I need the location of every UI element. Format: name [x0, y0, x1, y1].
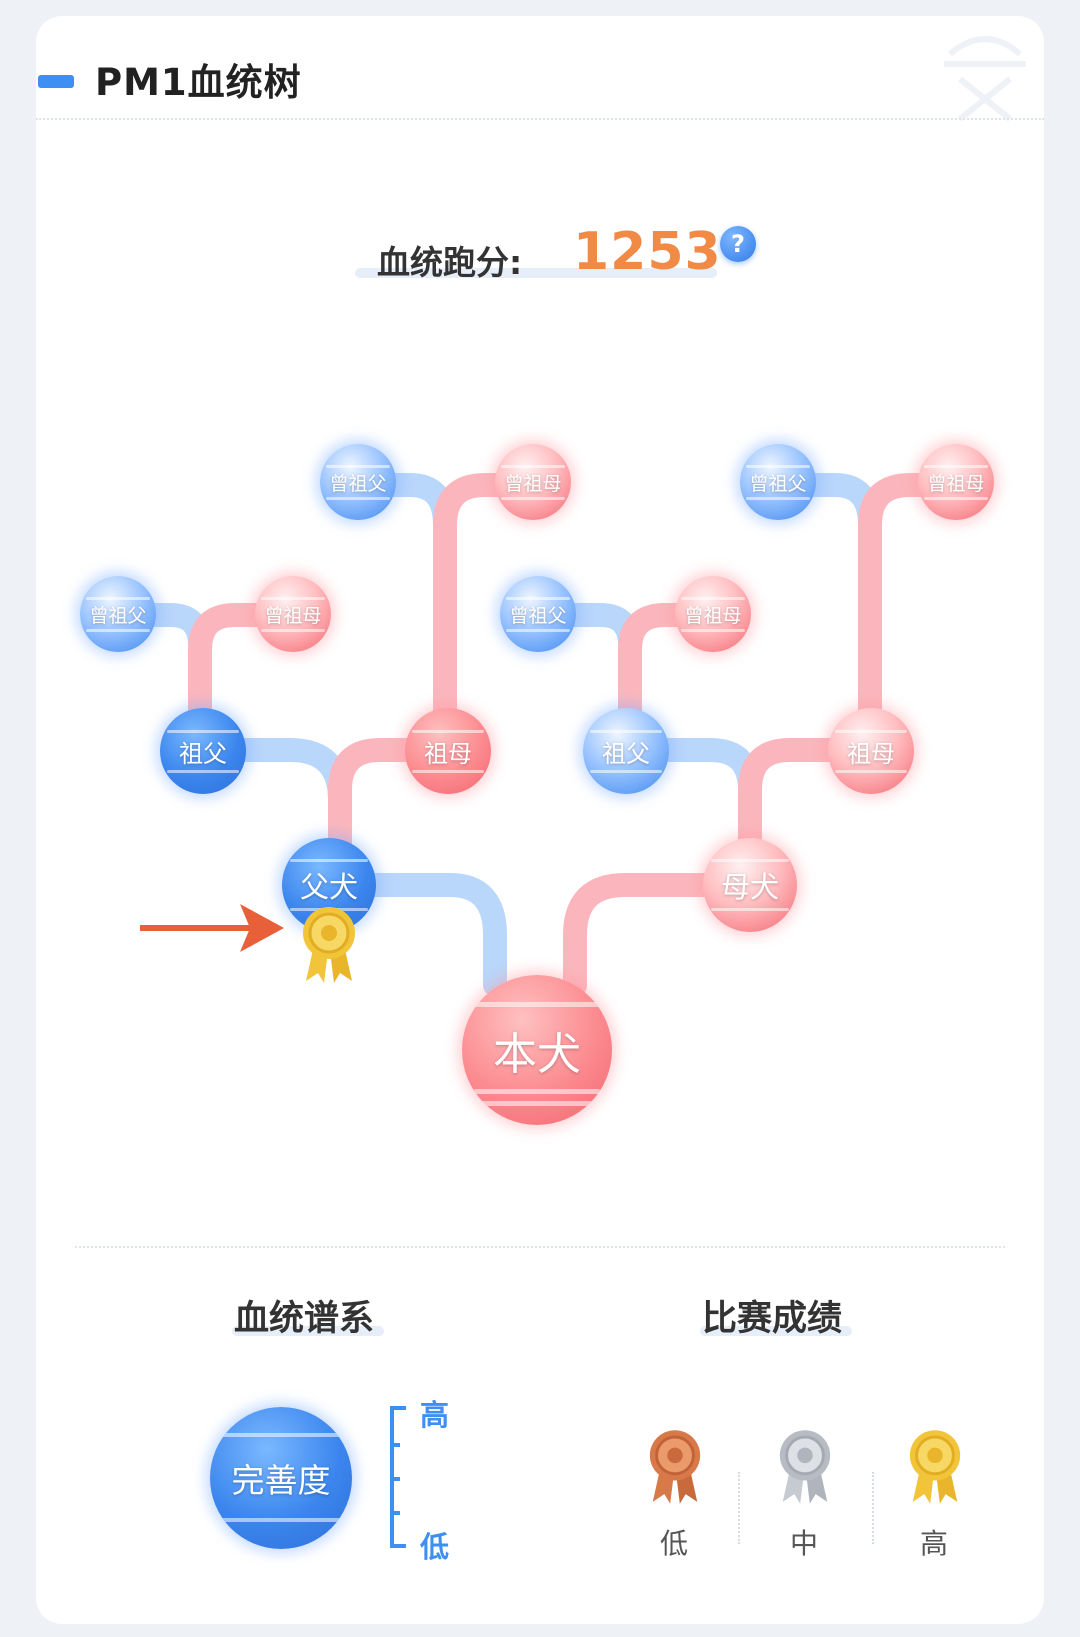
- node-label: 本犬: [493, 1029, 581, 1080]
- gold-medal-icon: [909, 1430, 961, 1504]
- great-grandmother-node-1[interactable]: 曾祖母: [255, 576, 331, 652]
- gold-medal-icon: [303, 907, 355, 983]
- medal-separator: [738, 1472, 740, 1544]
- great-grandfather-node-3[interactable]: 曾祖父: [320, 444, 396, 520]
- lineage-title-underline: [232, 1326, 384, 1336]
- great-grandfather-node-1[interactable]: 曾祖父: [80, 576, 156, 652]
- scale-tick: [390, 1477, 400, 1481]
- page-title: PM1血统树: [95, 61, 302, 104]
- score-label: 血统跑分:: [377, 243, 523, 282]
- node-label: 曾祖母: [264, 604, 322, 627]
- help-icon[interactable]: ?: [720, 226, 756, 262]
- node-label: 曾祖母: [504, 472, 562, 495]
- maternal-grandmother-node[interactable]: 祖母: [828, 708, 914, 794]
- great-grandmother-node-5[interactable]: 曾祖母: [675, 576, 751, 652]
- legend-divider: [75, 1246, 1005, 1248]
- node-label: 父犬: [299, 870, 358, 904]
- watermark-logo: [944, 36, 1026, 122]
- dam-node[interactable]: 母犬: [703, 838, 797, 932]
- scale-low-label: 低: [420, 1530, 450, 1564]
- bronze-medal-label: 低: [660, 1527, 689, 1560]
- competition-title-underline: [700, 1326, 852, 1336]
- maternal-grandfather-node[interactable]: 祖父: [583, 708, 669, 794]
- great-grandmother-node-7[interactable]: 曾祖母: [918, 444, 994, 520]
- node-label: 祖父: [179, 739, 227, 768]
- scale-tick: [390, 1511, 400, 1515]
- gold-medal-label: 高: [920, 1527, 949, 1560]
- silver-medal-icon: [779, 1430, 831, 1504]
- node-label: 曾祖父: [509, 604, 567, 627]
- completeness-badge: 完善度: [210, 1407, 352, 1549]
- pedigree-card: [36, 16, 1044, 1624]
- node-label: 祖父: [602, 739, 650, 768]
- node-label: 祖母: [424, 739, 472, 768]
- great-grandmother-node-3[interactable]: 曾祖母: [495, 444, 571, 520]
- scale-tick-low: [390, 1544, 406, 1548]
- self-node[interactable]: 本犬: [462, 975, 612, 1125]
- bronze-medal-icon: [649, 1430, 701, 1504]
- node-label: 祖母: [847, 739, 895, 768]
- scale-tick-high: [390, 1406, 406, 1410]
- paternal-grandfather-node[interactable]: 祖父: [160, 708, 246, 794]
- competition-title: 比赛成绩: [702, 1299, 843, 1339]
- title-accent-bar: [38, 75, 74, 88]
- score-underline: [355, 268, 717, 278]
- paternal-grandmother-node[interactable]: 祖母: [405, 708, 491, 794]
- lineage-title: 血统谱系: [234, 1299, 375, 1339]
- node-label: 曾祖父: [749, 472, 807, 495]
- pointer-arrow-icon: [140, 904, 284, 952]
- great-grandfather-node-5[interactable]: 曾祖父: [500, 576, 576, 652]
- medal-separator: [872, 1472, 874, 1544]
- scale-tick: [390, 1443, 400, 1447]
- header-divider: [36, 118, 1044, 120]
- badge-label: 完善度: [231, 1461, 331, 1500]
- silver-medal-label: 中: [790, 1527, 819, 1560]
- score-block: 血统跑分: 1253: [355, 222, 725, 282]
- node-label: 曾祖父: [329, 472, 387, 495]
- score-value: 1253: [573, 222, 722, 282]
- node-label: 曾祖母: [927, 472, 985, 495]
- scale-high-label: 高: [420, 1398, 450, 1432]
- great-grandfather-node-7[interactable]: 曾祖父: [740, 444, 816, 520]
- node-label: 曾祖母: [684, 604, 742, 627]
- node-label: 曾祖父: [89, 604, 147, 627]
- node-label: 母犬: [720, 870, 779, 904]
